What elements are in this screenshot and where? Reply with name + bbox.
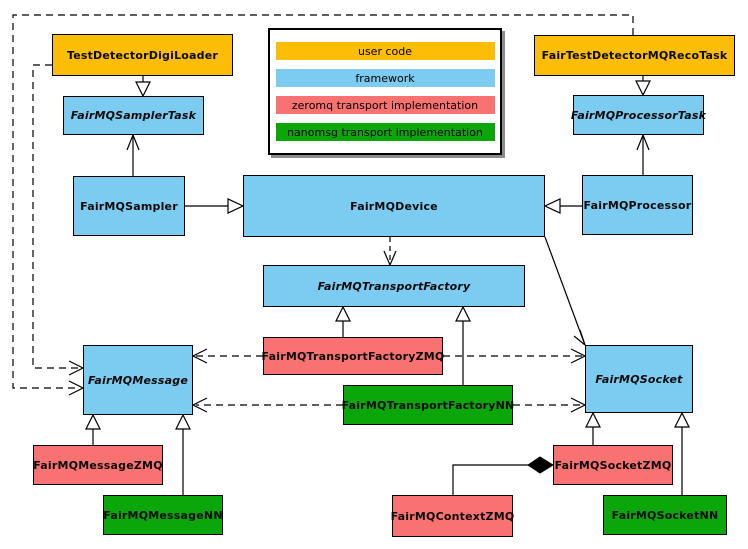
node-fairmqsocketnn: FairMQSocketNN bbox=[603, 495, 727, 535]
node-fairmqtransportfactory: FairMQTransportFactory bbox=[263, 265, 525, 307]
node-fairmqprocessortask: FairMQProcessorTask bbox=[571, 95, 706, 135]
legend-item-zeromq: zeromq transport implementation bbox=[275, 96, 495, 114]
edge-factoryzmq-socket-dashed bbox=[443, 348, 587, 364]
edge-factorynn-socket-dashed bbox=[513, 397, 587, 413]
legend: user code framework zeromq transport imp… bbox=[268, 28, 502, 155]
edge-contextzmq-socketzmq-composition bbox=[452, 456, 554, 495]
edge-sampler-samplertask bbox=[126, 133, 140, 176]
edge-sampler-device bbox=[185, 198, 245, 214]
node-fairmqsocketzmq: FairMQSocketZMQ bbox=[553, 445, 673, 485]
edge-device-transportfactory-dashed bbox=[383, 237, 397, 267]
node-fairmqsocket: FairMQSocket bbox=[585, 345, 693, 413]
node-fairtestdetectormqrecotask: FairTestDetectorMQRecoTask bbox=[534, 35, 735, 76]
node-fairmqtransportfactoryzmq: FairMQTransportFactoryZMQ bbox=[262, 337, 444, 375]
edge-factoryzmq-factory bbox=[335, 305, 351, 337]
node-fairmqdevice: FairMQDevice bbox=[243, 175, 545, 237]
node-fairmqsamplertask: FairMQSamplerTask bbox=[63, 96, 204, 135]
legend-item-nanomsg: nanomsg transport implementation bbox=[275, 123, 495, 141]
legend-item-user-code: user code bbox=[275, 42, 495, 60]
edge-messagenn-message bbox=[175, 413, 191, 495]
node-fairmqsampler: FairMQSampler bbox=[73, 176, 185, 236]
edge-factoryzmq-message-dashed bbox=[191, 348, 263, 364]
edge-processor-processortask bbox=[636, 133, 650, 175]
node-fairmqcontextzmq: FairMQContextZMQ bbox=[391, 495, 514, 537]
node-testdetectordigiloader: TestDetectorDigiLoader bbox=[52, 34, 233, 76]
edge-processor-device bbox=[543, 198, 582, 214]
legend-item-framework: framework bbox=[275, 69, 495, 87]
edge-factorynn-message-dashed bbox=[191, 397, 343, 413]
node-fairmqmessage: FairMQMessage bbox=[83, 345, 193, 415]
edge-recotask-processortask bbox=[635, 76, 651, 97]
node-fairmqmessagenn: FairMQMessageNN bbox=[103, 495, 223, 535]
edge-factorynn-factory bbox=[455, 305, 471, 385]
node-fairmqmessagezmq: FairMQMessageZMQ bbox=[33, 445, 163, 485]
edge-socketnn-socket bbox=[674, 411, 690, 495]
edge-device-socket bbox=[544, 236, 586, 346]
edge-digiloader-samplertask bbox=[135, 76, 151, 98]
node-fairmqprocessor: FairMQProcessor bbox=[582, 175, 693, 235]
edge-socketzmq-socket bbox=[585, 411, 601, 445]
node-fairmqtransportfactorynn: FairMQTransportFactoryNN bbox=[342, 385, 514, 425]
edge-messagezmq-message bbox=[85, 413, 101, 445]
